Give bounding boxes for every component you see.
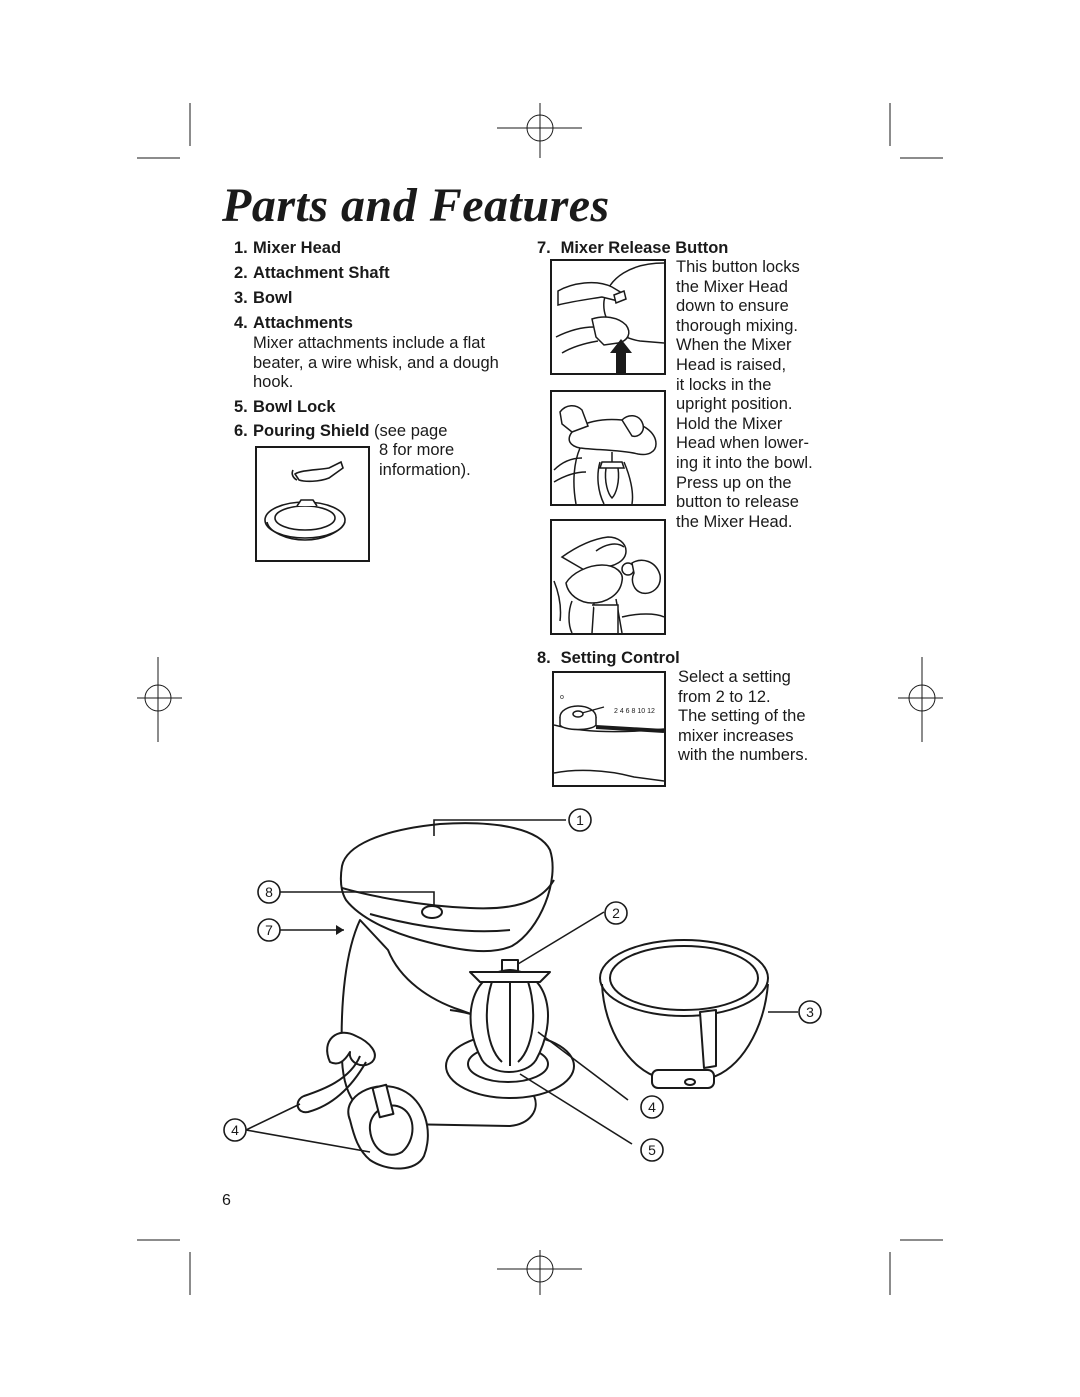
page-number: 6: [222, 1192, 231, 1209]
setting-control-description: Select a setting from 2 to 12. The setti…: [678, 668, 809, 765]
item-mixer-release-button: 7. Mixer Release Button: [537, 239, 729, 257]
pouring-shield-illustration: [255, 446, 370, 562]
item-bowl: 3.Bowl: [234, 289, 293, 307]
stand-mixer-diagram: 1 2 3 4 4 5 7 8: [223, 808, 822, 1170]
callout-4-right: 4: [648, 1099, 656, 1115]
attachments-description: Mixer attachments include a flat beater,…: [253, 334, 499, 392]
callout-4-left: 4: [231, 1122, 239, 1138]
dial-scale-numbers: 2 4 6 8 10 12: [614, 708, 655, 715]
page-title: Parts and Features: [222, 179, 610, 232]
item-mixer-head: 1.Mixer Head: [234, 239, 342, 257]
item-pouring-shield: 6.Pouring Shield (see page: [234, 422, 448, 440]
callout-8: 8: [265, 884, 273, 900]
item-bowl-lock: 5.Bowl Lock: [234, 398, 336, 416]
svg-text:o: o: [560, 694, 564, 701]
item-attachment-shaft: 2.Attachment Shaft: [234, 264, 390, 282]
release-button-press-illustration: [550, 259, 666, 375]
pouring-shield-description: 8 for more information).: [379, 441, 471, 479]
callout-7: 7: [265, 922, 273, 938]
item-attachments: 4.Attachments: [234, 314, 353, 332]
mixer-head-raised-illustration: [550, 390, 666, 506]
item-setting-control: 8. Setting Control: [537, 649, 680, 667]
setting-control-dial-illustration: 2 4 6 8 10 12 o: [552, 671, 666, 787]
release-button-description: This button locks the Mixer Head down to…: [676, 258, 813, 531]
callout-5: 5: [648, 1142, 656, 1158]
callout-2: 2: [612, 905, 620, 921]
callout-3: 3: [806, 1004, 814, 1020]
callout-1: 1: [576, 812, 584, 828]
mixer-head-lowering-illustration: [550, 519, 666, 635]
